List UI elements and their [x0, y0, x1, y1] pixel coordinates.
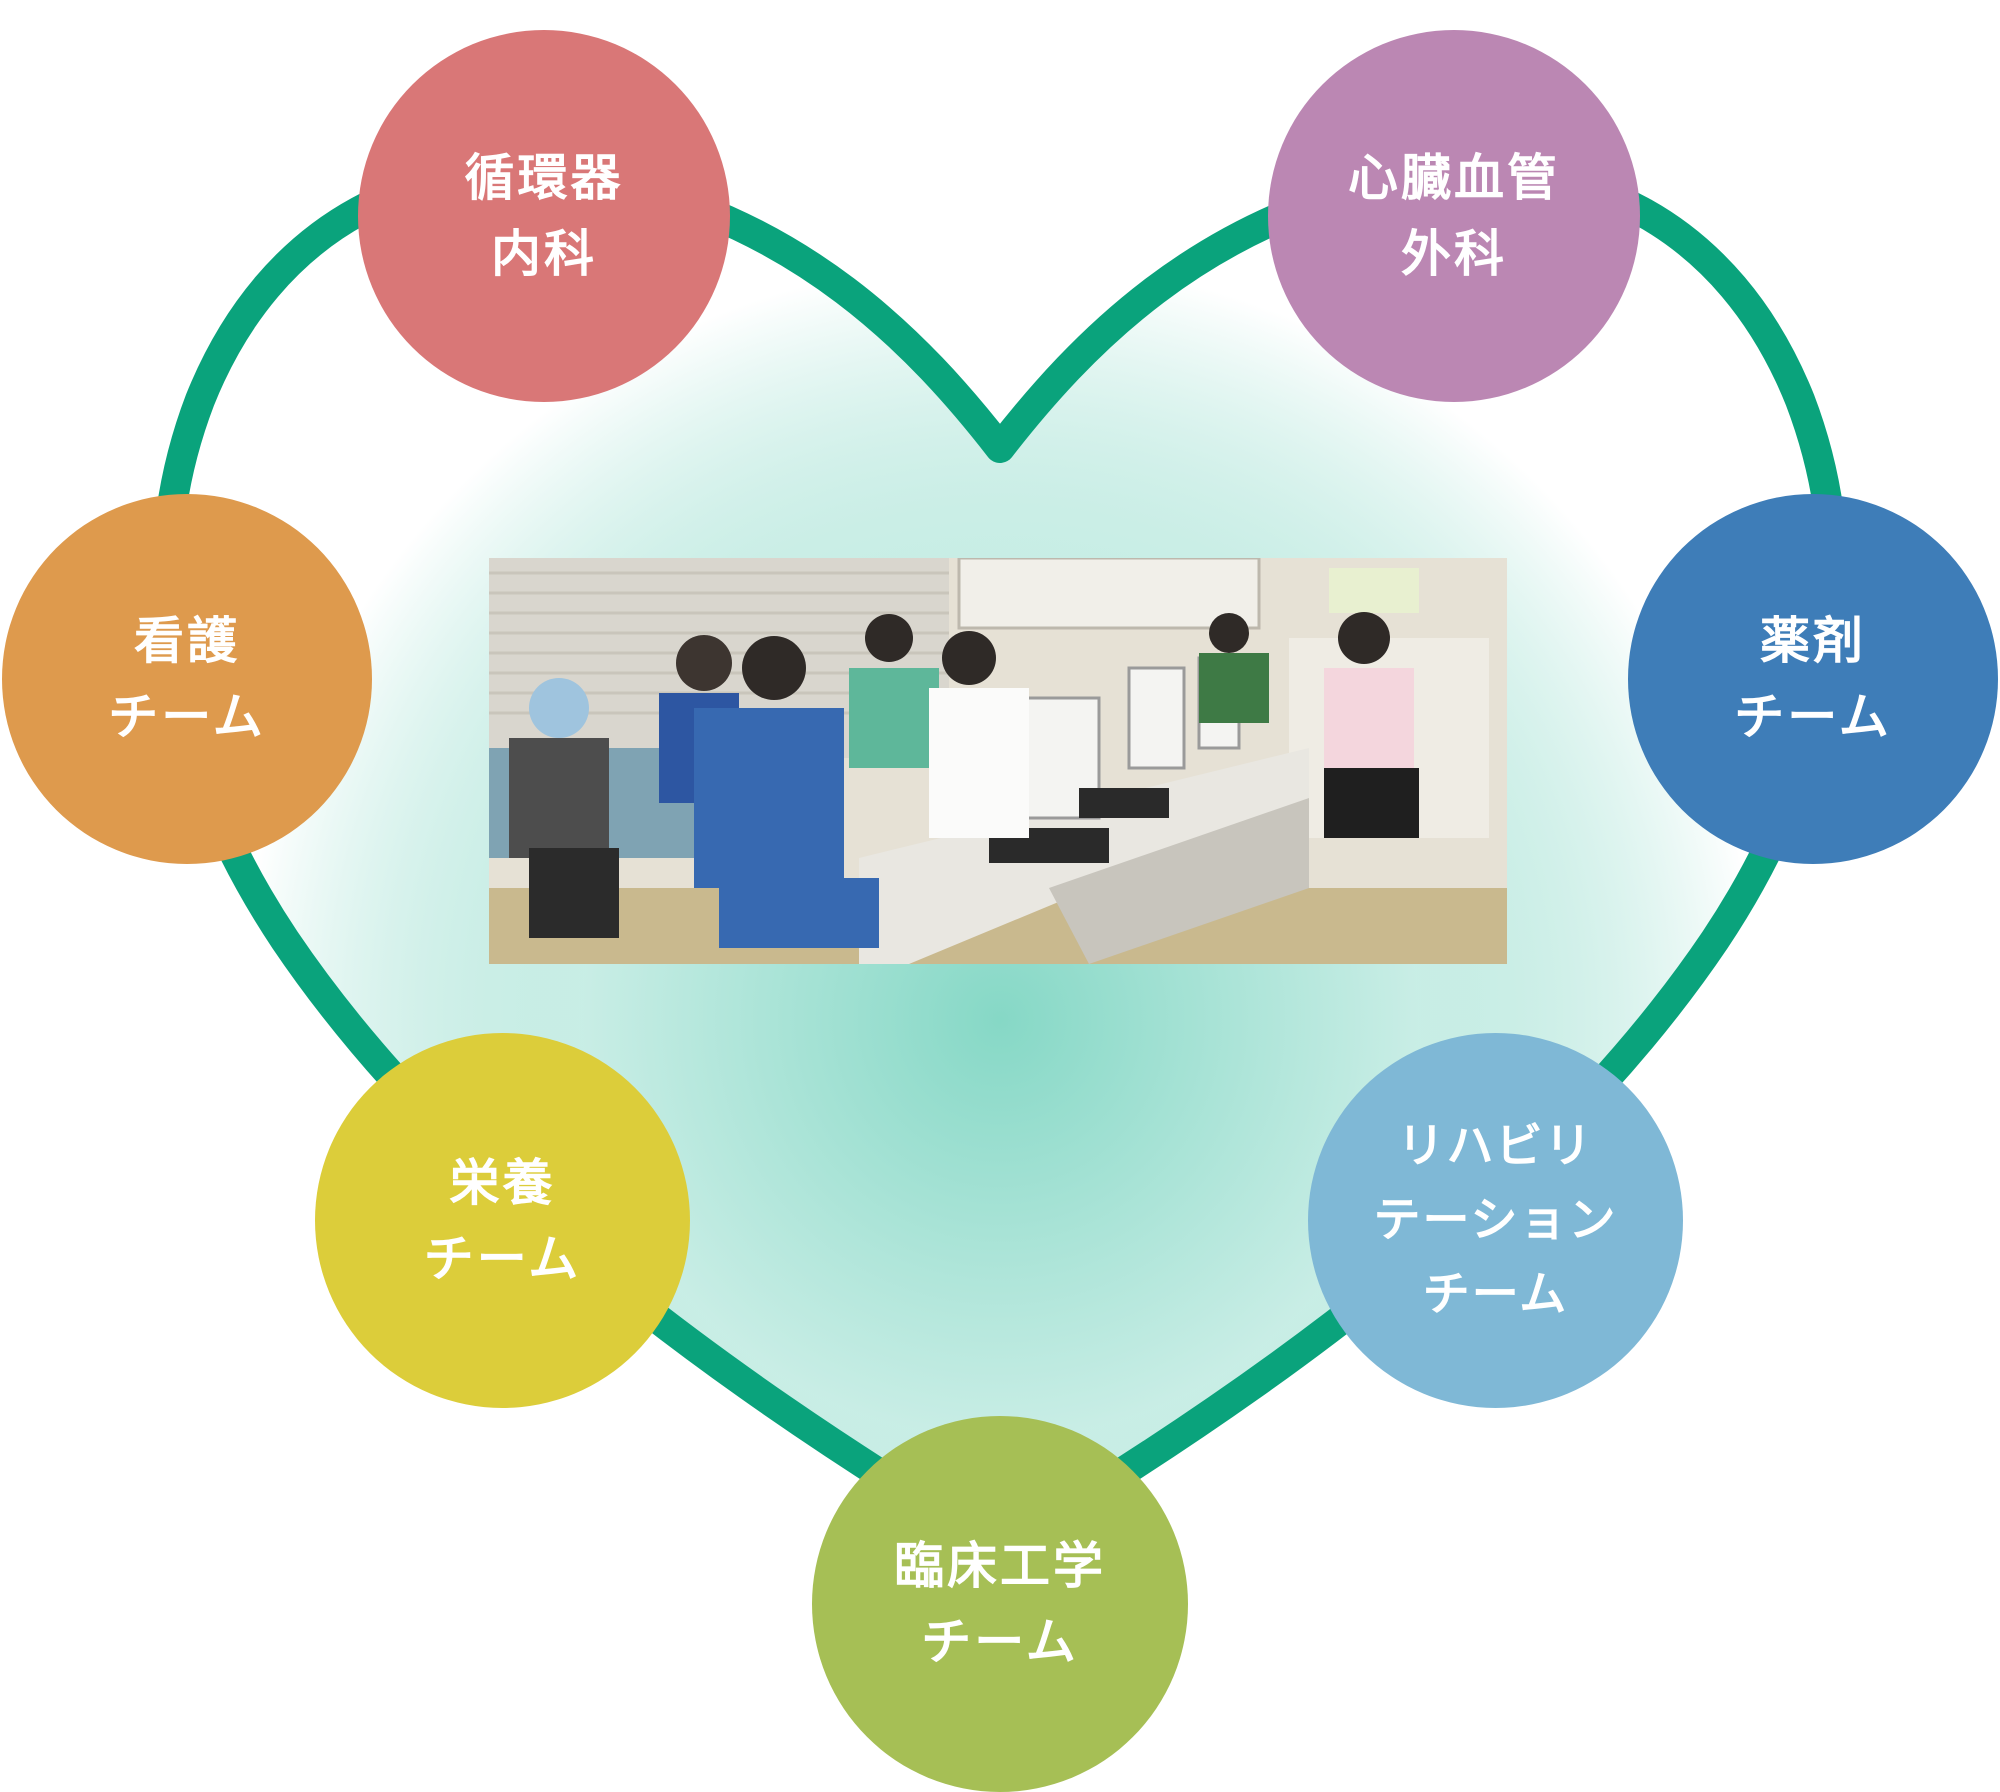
meeting-room-illustration — [489, 558, 1507, 964]
node-rehabilitation: リハビリ テーション チーム — [1308, 1033, 1683, 1408]
node-cardiovascular-surgery: 心臓血管 外科 — [1268, 30, 1640, 402]
node-clinical-engineering: 臨床工学 チーム — [812, 1416, 1188, 1792]
node-cardiovascular-surgery-label: 心臓血管 外科 — [1348, 149, 1560, 283]
node-pharmacy: 薬剤 チーム — [1628, 494, 1998, 864]
team-meeting-photo — [489, 558, 1507, 964]
node-rehabilitation-label: リハビリ テーション チーム — [1373, 1118, 1618, 1322]
node-pharmacy-label: 薬剤 チーム — [1734, 612, 1892, 746]
node-clinical-engineering-label: 臨床工学 チーム — [894, 1537, 1106, 1671]
node-cardiology: 循環器 内科 — [358, 30, 730, 402]
node-nursing: 看護 チーム — [2, 494, 372, 864]
node-nutrition-label: 栄養 チーム — [423, 1153, 582, 1288]
node-cardiology-label: 循環器 内科 — [464, 149, 624, 283]
node-nutrition: 栄養 チーム — [315, 1033, 690, 1408]
node-nursing-label: 看護 チーム — [108, 612, 266, 746]
